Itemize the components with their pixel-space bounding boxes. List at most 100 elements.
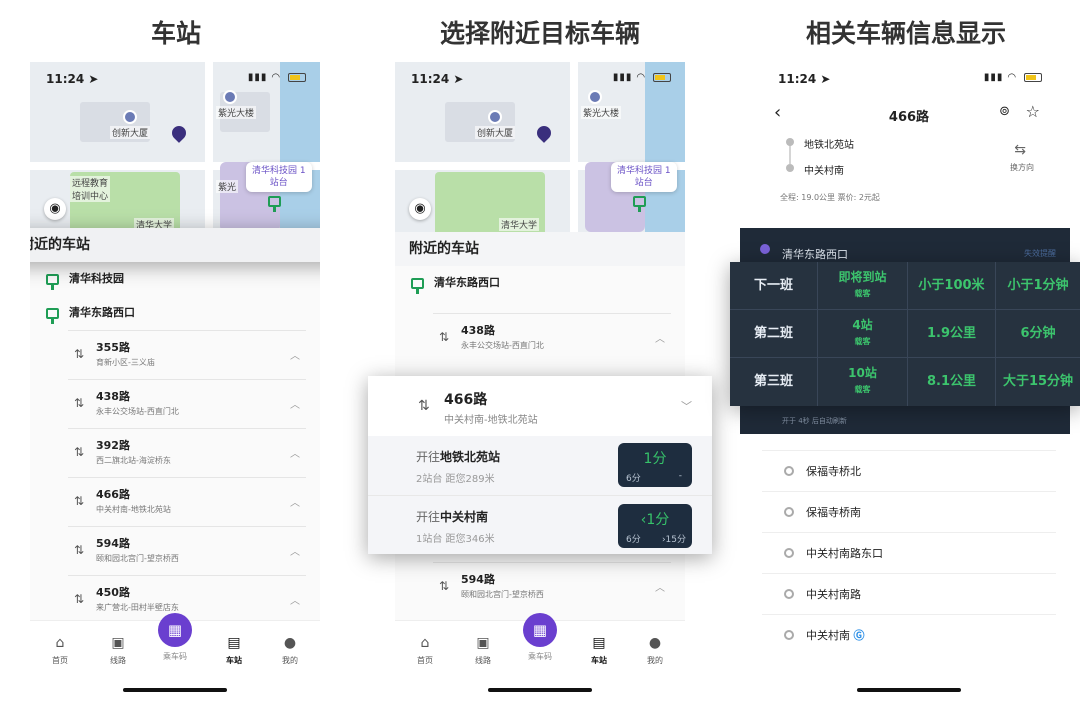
route-item[interactable]: ⇅594路颐和园北宫门-望京桥西︿ bbox=[68, 526, 306, 574]
tab-stations[interactable]: ▤车站 bbox=[214, 635, 254, 666]
arrival-third: - bbox=[678, 471, 682, 481]
route-icon: ⇅ bbox=[74, 592, 85, 606]
route-item[interactable]: ⇅450路来广营北-田村半壁店东︿ bbox=[68, 575, 306, 623]
chevron-up-icon[interactable]: ︿ bbox=[290, 400, 300, 411]
locate-me-button[interactable]: ◉ bbox=[44, 198, 66, 220]
chevron-up-icon[interactable]: ︿ bbox=[290, 498, 300, 509]
direction-row[interactable]: 开往地铁北苑站 2站台 距您289米 1分 6分 - bbox=[368, 436, 712, 495]
route-icon: ⇅ bbox=[439, 579, 450, 593]
stop-row[interactable]: 保福寺桥北 bbox=[762, 450, 1056, 491]
destination-stop: 中关村南 bbox=[804, 166, 844, 177]
station-row[interactable]: 清华科技园 bbox=[30, 262, 320, 296]
panel-title-2: 选择附近目标车辆 bbox=[439, 19, 640, 48]
eta: 大于15分钟 bbox=[1002, 374, 1074, 389]
row-label: 第三班 bbox=[730, 358, 818, 406]
route-icon: ⇅ bbox=[439, 330, 450, 344]
star-icon[interactable]: ☆ bbox=[1025, 102, 1040, 121]
arrival-second: 6分 bbox=[626, 474, 641, 484]
poi-marker[interactable] bbox=[123, 110, 137, 124]
tab-routes[interactable]: ▣线路 bbox=[463, 635, 503, 666]
user-icon: ● bbox=[283, 635, 297, 651]
tab-home[interactable]: ⌂首页 bbox=[40, 635, 80, 666]
poi-marker[interactable] bbox=[223, 90, 237, 104]
route-item[interactable]: ⇅466路中关村南-地铁北苑站︿ bbox=[68, 477, 306, 525]
chevron-up-icon[interactable]: ︿ bbox=[655, 334, 665, 345]
stops-away: 10站载客 bbox=[818, 358, 908, 406]
chevron-up-icon[interactable]: ︿ bbox=[290, 449, 300, 460]
arrival-third: ›15分 bbox=[661, 535, 686, 545]
poi-marker[interactable] bbox=[488, 110, 502, 124]
map-pin-icon[interactable]: ⊚ bbox=[999, 104, 1010, 119]
map-label-building: 创新大厦 bbox=[110, 126, 151, 139]
route-endpoints: 地铁北苑站 中关村南 ⇆ 换方向 bbox=[762, 134, 1056, 190]
locate-me-button[interactable]: ◉ bbox=[409, 198, 431, 220]
arrival-time-box[interactable]: ‹1分 6分 ›15分 bbox=[618, 504, 692, 548]
reminder-link[interactable]: 失效提醒 bbox=[1024, 249, 1056, 258]
bus-stop-icon bbox=[411, 277, 424, 294]
direction-label: 开往中关村南 bbox=[416, 510, 489, 524]
routes-icon: ▣ bbox=[476, 635, 490, 651]
tab-stations[interactable]: ▤车站 bbox=[579, 635, 619, 666]
tab-ride-code[interactable]: ▦乘车码 bbox=[147, 613, 203, 662]
chevron-up-icon[interactable]: ︿ bbox=[290, 351, 300, 362]
distance: 8.1公里 bbox=[908, 358, 996, 406]
chevron-down-icon[interactable]: ﹀ bbox=[681, 400, 692, 413]
stops-away: 即将到站载客 bbox=[818, 262, 908, 310]
stop-row[interactable]: 中关村南 Ⓖ bbox=[762, 614, 1056, 655]
home-icon: ⌂ bbox=[55, 635, 65, 651]
location-pin-icon bbox=[534, 123, 554, 143]
fare-info: 全程: 19.0公里 票价: 2元起 bbox=[780, 193, 880, 202]
route-item[interactable]: ⇅438路永丰公交场站-西直门北︿ bbox=[433, 313, 671, 361]
route-item[interactable]: ⇅438路永丰公交场站-西直门北︿ bbox=[68, 379, 306, 427]
route-item[interactable]: ⇅355路育新小区-三义庙︿ bbox=[68, 330, 306, 378]
home-indicator bbox=[123, 688, 227, 692]
map-label-building: 紫光大楼 bbox=[581, 106, 622, 119]
tab-bar: ⌂首页 ▣线路 ▦乘车码 ▤车站 ●我的 bbox=[30, 613, 320, 702]
route-icon: ⇅ bbox=[418, 398, 430, 414]
route-name: 466路 bbox=[444, 392, 488, 408]
location-pin-icon bbox=[169, 123, 189, 143]
chevron-up-icon[interactable]: ︿ bbox=[655, 583, 665, 594]
origin-stop: 地铁北苑站 bbox=[804, 140, 854, 151]
station-row[interactable]: 清华东路西口 bbox=[395, 266, 685, 300]
tab-home[interactable]: ⌂首页 bbox=[405, 635, 445, 666]
status-bar: 11:24 ➤▮▮▮ ◠ bbox=[30, 62, 320, 96]
stop-row[interactable]: 保福寺桥南 bbox=[762, 491, 1056, 532]
bus-stop-icon[interactable] bbox=[268, 196, 281, 212]
route-item[interactable]: ⇅594路颐和园北宫门-望京桥西︿ bbox=[433, 562, 671, 610]
tab-me[interactable]: ●我的 bbox=[270, 635, 310, 666]
tab-routes[interactable]: ▣线路 bbox=[98, 635, 138, 666]
route-icon: ⇅ bbox=[74, 494, 85, 508]
map-label-building: 紫光大楼 bbox=[216, 106, 257, 119]
bus-icon: 载客 bbox=[854, 289, 871, 298]
direction-detail: 1站台 距您346米 bbox=[416, 534, 495, 545]
route-detail-card[interactable]: ⇅ 466路 中关村南-地铁北苑站 ﹀ 开往地铁北苑站 2站台 距您289米 1… bbox=[368, 376, 712, 554]
poi-marker[interactable] bbox=[588, 90, 602, 104]
bus-stop-icon bbox=[46, 307, 59, 324]
eta: 小于1分钟 bbox=[996, 262, 1080, 310]
subway-icon: Ⓖ bbox=[853, 629, 865, 642]
tab-ride-code[interactable]: ▦乘车码 bbox=[512, 613, 568, 662]
station-row[interactable]: 清华东路西口 bbox=[30, 296, 320, 330]
status-bar: 11:24 ➤▮▮▮ ◠ bbox=[395, 62, 685, 96]
switch-direction-label[interactable]: 换方向 bbox=[1010, 163, 1034, 172]
battery-icon bbox=[1024, 72, 1042, 82]
direction-row[interactable]: 开往中关村南 1站台 距您346米 ‹1分 6分 ›15分 bbox=[368, 495, 712, 554]
nav-header: ‹ 466路 ⊚ ☆ bbox=[762, 98, 1056, 132]
stop-row[interactable]: 中关村南路 bbox=[762, 573, 1056, 614]
home-indicator bbox=[488, 688, 592, 692]
chevron-up-icon[interactable]: ︿ bbox=[290, 596, 300, 607]
route-item[interactable]: ⇅392路西二旗北站-海淀桥东︿ bbox=[68, 428, 306, 476]
back-arrow-icon[interactable]: ‹ bbox=[774, 102, 782, 123]
refresh-note: 开于 4秒 后自动刷新 bbox=[782, 417, 847, 425]
section-header-nearby: 附近的车站 bbox=[30, 228, 320, 262]
chevron-up-icon[interactable]: ︿ bbox=[290, 547, 300, 558]
stop-row[interactable]: 中关村南路东口 bbox=[762, 532, 1056, 573]
tab-me[interactable]: ●我的 bbox=[635, 635, 675, 666]
arrival-time-box[interactable]: 1分 6分 - bbox=[618, 443, 692, 487]
bus-stop-icon[interactable] bbox=[633, 196, 646, 212]
route-card-header[interactable]: ⇅ 466路 中关村南-地铁北苑站 ﹀ bbox=[368, 376, 712, 436]
switch-direction-icon[interactable]: ⇆ bbox=[1014, 142, 1026, 158]
